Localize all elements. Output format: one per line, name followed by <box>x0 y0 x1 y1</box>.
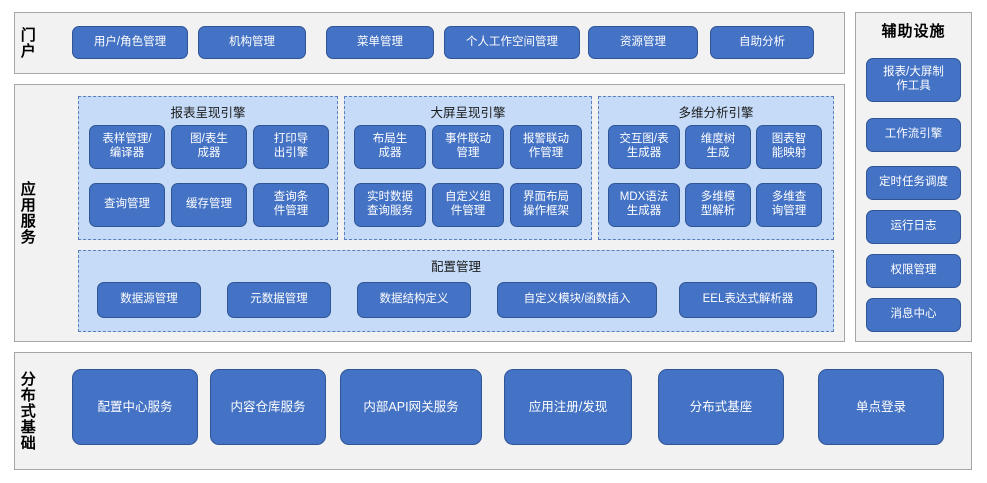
report-item-query-management[interactable]: 查询管理 <box>89 183 165 227</box>
aux-item-workflow-engine[interactable]: 工作流引擎 <box>866 118 961 152</box>
aux-item-report-bigscreen-authoring-tool[interactable]: 报表/大屏制 作工具 <box>866 58 961 102</box>
portal-item-menu[interactable]: 菜单管理 <box>326 26 434 59</box>
auxiliary-band-label: 辅助设施 <box>881 23 946 40</box>
config-item-datasource-management[interactable]: 数据源管理 <box>97 282 201 318</box>
bigscreen-item-layout-generator[interactable]: 布局生 成器 <box>354 125 426 169</box>
portal-item-org[interactable]: 机构管理 <box>198 26 306 59</box>
olap-item-multidim-model-parsing[interactable]: 多维模 型解析 <box>685 183 751 227</box>
group-olap-engine-title: 多维分析引擎 <box>678 106 754 120</box>
bigscreen-item-event-linkage-management[interactable]: 事件联动 管理 <box>432 125 504 169</box>
olap-item-dimension-tree-generation[interactable]: 维度树 生成 <box>685 125 751 169</box>
group-config-management-title: 配置管理 <box>430 260 481 274</box>
config-item-data-structure-definition[interactable]: 数据结构定义 <box>357 282 471 318</box>
group-bigscreen-engine-title: 大屏呈现引擎 <box>430 106 506 120</box>
infra-item-internal-api-gateway-service[interactable]: 内部API网关服务 <box>340 369 482 445</box>
infra-item-app-registry-discovery[interactable]: 应用注册/发现 <box>504 369 632 445</box>
report-item-print-export-engine[interactable]: 打印导 出引擎 <box>253 125 329 169</box>
olap-item-chart-smart-mapping[interactable]: 图表智 能映射 <box>756 125 822 169</box>
aux-item-scheduled-task-scheduler[interactable]: 定时任务调度 <box>866 166 961 200</box>
infra-item-single-sign-on[interactable]: 单点登录 <box>818 369 944 445</box>
olap-item-multidim-query-management[interactable]: 多维查 询管理 <box>756 183 822 227</box>
aux-item-runtime-log[interactable]: 运行日志 <box>866 210 961 244</box>
aux-item-message-center[interactable]: 消息中心 <box>866 298 961 332</box>
infra-item-content-repository-service[interactable]: 内容仓库服务 <box>210 369 326 445</box>
portal-item-resource[interactable]: 资源管理 <box>588 26 698 59</box>
config-item-metadata-management[interactable]: 元数据管理 <box>227 282 331 318</box>
portal-item-user-role[interactable]: 用户/角色管理 <box>72 26 188 59</box>
report-item-chart-table-generator[interactable]: 图/表生 成器 <box>171 125 247 169</box>
olap-item-interactive-chart-generator[interactable]: 交互图/表 生成器 <box>608 125 680 169</box>
config-item-eel-expression-parser[interactable]: EEL表达式解析器 <box>679 282 817 318</box>
bigscreen-item-ui-layout-operation-framework[interactable]: 界面布局 操作框架 <box>510 183 582 227</box>
portal-item-self-service[interactable]: 自助分析 <box>710 26 814 59</box>
bigscreen-item-custom-component-management[interactable]: 自定义组 件管理 <box>432 183 504 227</box>
report-item-query-condition-management[interactable]: 查询条 件管理 <box>253 183 329 227</box>
group-bigscreen-engine: 大屏呈现引擎 布局生 成器 事件联动 管理 报警联动 作管理 实时数据 查询服务… <box>344 96 592 240</box>
report-item-cache-management[interactable]: 缓存管理 <box>171 183 247 227</box>
group-report-engine: 报表呈现引擎 表样管理/ 编译器 图/表生 成器 打印导 出引擎 查询管理 缓存… <box>78 96 338 240</box>
portal-band-label: 门户 <box>18 27 36 59</box>
config-item-custom-module-function-insert[interactable]: 自定义模块/函数插入 <box>497 282 657 318</box>
olap-item-mdx-syntax-generator[interactable]: MDX语法 生成器 <box>608 183 680 227</box>
portal-item-workspace[interactable]: 个人工作空间管理 <box>444 26 580 59</box>
infra-item-distributed-base[interactable]: 分布式基座 <box>658 369 784 445</box>
bigscreen-item-alarm-linkage-action-management[interactable]: 报警联动 作管理 <box>510 125 582 169</box>
group-config-management: 配置管理 数据源管理 元数据管理 数据结构定义 自定义模块/函数插入 EEL表达… <box>78 250 834 332</box>
group-olap-engine: 多维分析引擎 交互图/表 生成器 维度树 生成 图表智 能映射 MDX语法 生成… <box>598 96 834 240</box>
infra-item-config-center-service[interactable]: 配置中心服务 <box>72 369 198 445</box>
group-report-engine-title: 报表呈现引擎 <box>170 106 246 120</box>
infrastructure-band-label: 分布式基础 <box>18 371 36 451</box>
application-band-label: 应用服务 <box>18 181 36 245</box>
bigscreen-item-realtime-data-query-service[interactable]: 实时数据 查询服务 <box>354 183 426 227</box>
report-item-template-editor[interactable]: 表样管理/ 编译器 <box>89 125 165 169</box>
aux-item-permission-management[interactable]: 权限管理 <box>866 254 961 288</box>
